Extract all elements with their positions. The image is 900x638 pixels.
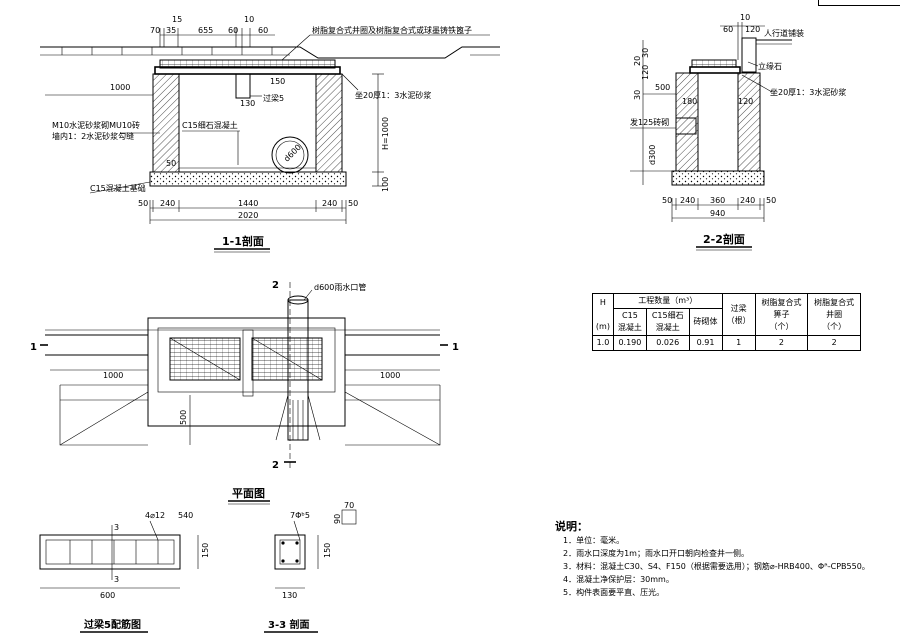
s2-ldim-20: 20	[633, 56, 642, 66]
th-group: 工程数量（m³）	[612, 293, 723, 309]
s3-dim-70: 70	[344, 501, 354, 510]
s2-label-mortar: 坐20厚1：3水泥砂浆	[770, 87, 846, 97]
rebar-label-3-top: 3	[114, 523, 119, 532]
plan-title: 平面图	[232, 487, 265, 500]
section-1-1: d600 1000 70 15 35 655 60 10 60 树脂复合式井圈及…	[40, 15, 500, 253]
th-grate: 树脂复合式箅子（个）	[754, 293, 809, 336]
plan-pipe-label: d600雨水口管	[314, 282, 366, 292]
lintel-rebar: 3 3 4⌀12 540 150 600 过梁5配筋图	[39, 511, 210, 633]
s2-label-curb: 立缘石	[758, 61, 782, 71]
rebar-title: 过梁5配筋图	[84, 618, 141, 631]
label-lintel: 过梁5	[263, 93, 284, 103]
note-item: 3．材料：混凝土C30、S4、F150（根据需要选用）；钢筋⌀-HRB400、Φ…	[563, 562, 870, 571]
notes: 说明： 1．单位：毫米。 2．雨水口深度为1m；雨水口开口朝向检查井一侧。 3．…	[555, 520, 895, 599]
rebar-dim-540: 540	[178, 511, 193, 520]
th-c15-fine: C15细石混凝土	[645, 308, 690, 336]
dim-top-35: 35	[166, 26, 176, 35]
rebar-dim-600: 600	[100, 591, 115, 600]
label-wall-2: 墙内1：2水泥砂浆勾缝	[52, 131, 134, 141]
table-row: 1.0 0.190 0.026 0.91 1 2 2	[592, 335, 861, 351]
label-fill: C15细石混凝土	[182, 120, 238, 130]
dim-130: 130	[240, 99, 255, 108]
plan-cut-1-left: 1	[30, 342, 37, 353]
s2-ldim-30b: 30	[633, 90, 642, 100]
s2-dim-60: 60	[723, 25, 733, 34]
section-1-1-title: 1-1剖面	[222, 234, 264, 248]
s2-label-paving: 人行道铺装	[764, 28, 804, 38]
s2-bdim-240b: 240	[740, 196, 755, 205]
dim-b-2020: 2020	[238, 211, 258, 220]
section-3-3: 7Φᵇ5 150 130 70 90 3-3 剖面	[264, 501, 357, 633]
s3-dim-150: 150	[323, 543, 332, 558]
s2-dim-120: 120	[745, 25, 760, 34]
dim-top-10: 10	[244, 15, 254, 24]
dim-top-655: 655	[198, 26, 213, 35]
plan-dim-left: 1000	[103, 371, 123, 380]
callout-cover: 树脂复合式井圈及树脂复合式或球墨铸铁篦子	[312, 25, 472, 35]
pipe-label: d600	[282, 143, 303, 164]
s3-dim-90: 90	[333, 514, 342, 524]
dim-b-50b: 50	[348, 199, 358, 208]
dim-b-240a: 240	[160, 199, 175, 208]
s2-bdim-940: 940	[710, 209, 725, 218]
s3-title: 3-3 剖面	[268, 618, 310, 631]
rebar-dim-150: 150	[201, 543, 210, 558]
dim-h: H=1000	[381, 117, 390, 150]
s2-ldim-120b: 120	[738, 97, 753, 106]
plan-view: 1 1 d600雨水口管 2 2 1000 1000	[30, 280, 459, 505]
label-mortar-1: 坐20厚1：3水泥砂浆	[355, 90, 431, 100]
s2-ldim-500: 500	[655, 83, 670, 92]
note-item: 5．构件表面要平直、压光。	[563, 588, 665, 597]
title-block-corner	[818, 0, 900, 6]
s3-dim-130: 130	[282, 591, 297, 600]
section-2-2-title: 2-2剖面	[703, 232, 745, 246]
plan-dim-right: 1000	[380, 371, 400, 380]
s2-bdim-240a: 240	[680, 196, 695, 205]
s2-label-brick: 发125砖砌	[630, 117, 669, 127]
s2-label-d300: d300	[648, 145, 657, 165]
quantity-table: H(m) 工程数量（m³） 过梁（根） 树脂复合式箅子（个） 树脂复合式井圈（个…	[592, 293, 861, 351]
rebar-label: 4⌀12	[145, 511, 165, 520]
plan-dim-500: 500	[179, 410, 188, 425]
th-ring: 树脂复合式井圈（个）	[807, 293, 861, 336]
s3-rebar-label: 7Φᵇ5	[290, 511, 310, 520]
dim-b-50a: 50	[138, 199, 148, 208]
s2-bdim-50b: 50	[766, 196, 776, 205]
dim-100: 100	[381, 177, 390, 192]
dim-top-15: 15	[172, 15, 182, 24]
th-h: H(m)	[592, 293, 614, 336]
plan-cut-2-bottom: 2	[272, 460, 279, 471]
dim-b-1440: 1440	[238, 199, 258, 208]
s2-dim-10: 10	[740, 13, 750, 22]
section-2-2: 10 60 120 人行道铺装 立缘石 坐20厚1：3水泥砂浆 30 20 12…	[630, 13, 846, 251]
dim-top-60b: 60	[258, 26, 268, 35]
dim-150: 150	[270, 77, 285, 86]
dim-b-240b: 240	[322, 199, 337, 208]
s2-bdim-360: 360	[710, 196, 725, 205]
dim-50: 50	[166, 159, 176, 168]
s2-ldim-180: 180	[682, 97, 697, 106]
plan-cut-2-top: 2	[272, 280, 279, 291]
note-item: 2．雨水口深度为1m；雨水口开口朝向检查井一侧。	[563, 549, 749, 558]
rebar-label-3-bottom: 3	[114, 575, 119, 584]
plan-cut-1-right: 1	[452, 342, 459, 353]
th-brick: 砖砌体	[688, 308, 723, 336]
dim-top-60a: 60	[228, 26, 238, 35]
dim-top-70: 70	[150, 26, 160, 35]
notes-title: 说明：	[555, 520, 588, 533]
note-item: 1．单位：毫米。	[563, 536, 625, 545]
th-lintel: 过梁（根）	[721, 293, 756, 336]
s2-bdim-50a: 50	[662, 196, 672, 205]
s2-ldim-120: 120	[641, 65, 650, 80]
label-1000: 1000	[110, 83, 130, 92]
label-wall: M10水泥砂浆砌MU10砖	[52, 120, 140, 130]
note-item: 4．混凝土净保护层：30mm。	[563, 575, 674, 584]
s2-ldim-30: 30	[641, 48, 650, 58]
